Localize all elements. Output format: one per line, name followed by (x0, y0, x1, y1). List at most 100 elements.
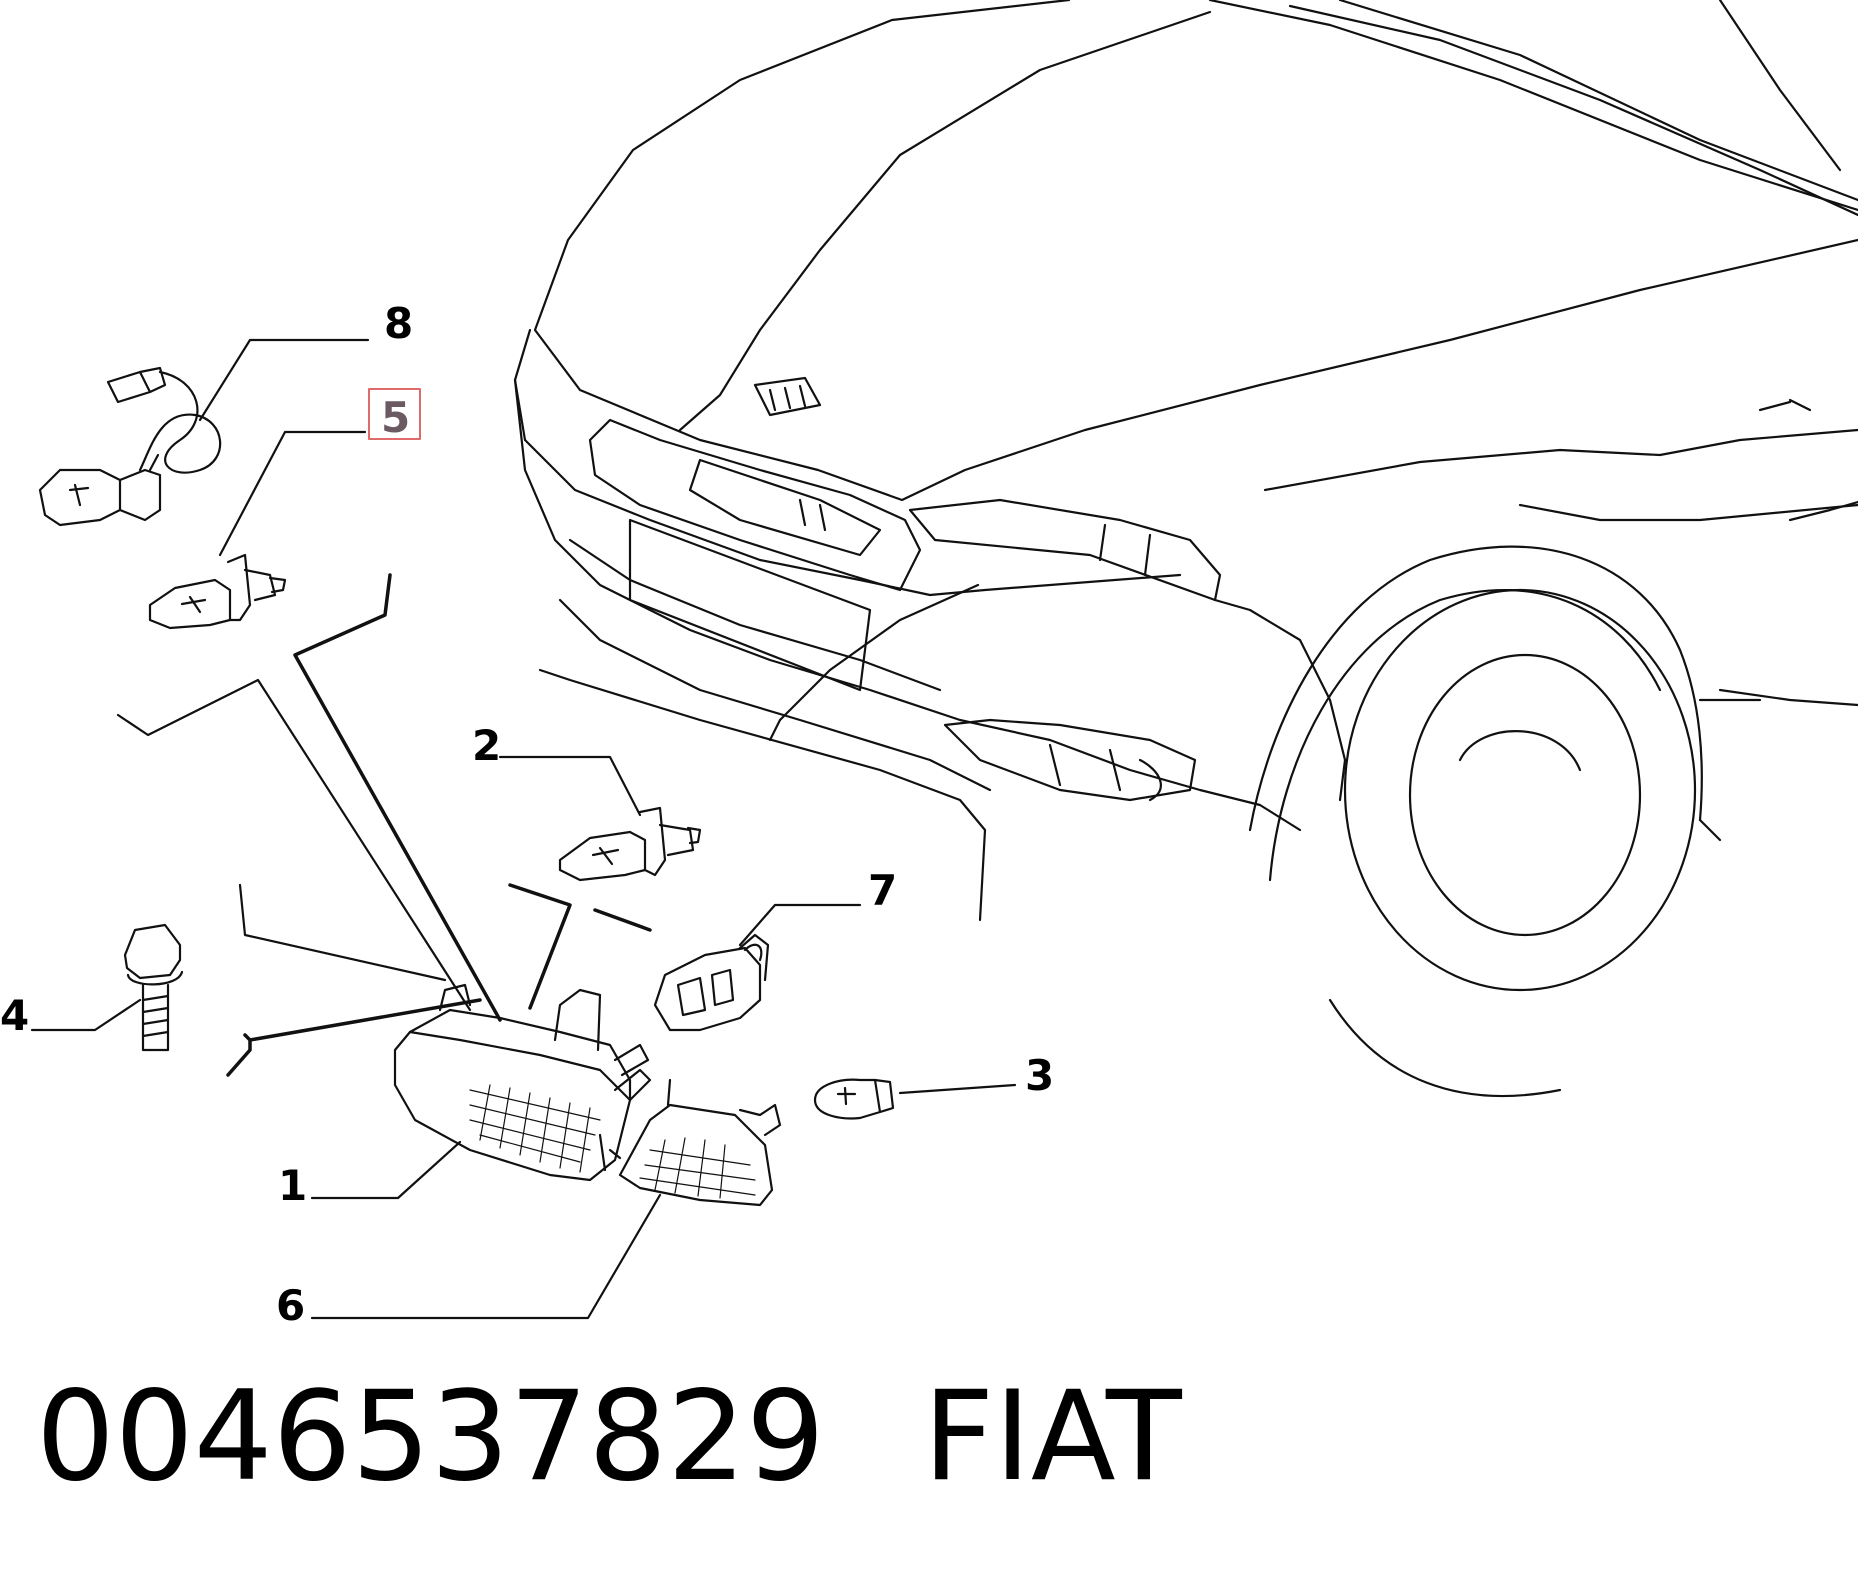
hood-crease-right (1288, 4, 1858, 217)
upper-bumper (513, 328, 1182, 597)
indicator-lens (618, 1103, 774, 1207)
hood-outline (533, 0, 1858, 502)
part-7-bulb-holder (653, 933, 770, 1032)
grille-bar (798, 498, 827, 532)
bulb-flange (226, 553, 252, 622)
headlamp-lens (393, 1030, 632, 1182)
plate-area (628, 518, 872, 692)
headlamp-grid (469, 1084, 601, 1173)
callout-7[interactable]: 7 (868, 866, 897, 915)
callout-2[interactable]: 2 (472, 721, 501, 770)
h4-bulb-filament (68, 483, 90, 507)
leader-lines (30, 338, 1017, 1320)
spoiler-line (538, 668, 987, 922)
callout-5[interactable]: 5 (381, 393, 410, 442)
screw-washer (126, 970, 184, 986)
leader-1 (310, 1140, 462, 1200)
callout-4[interactable]: 4 (0, 991, 29, 1040)
hood-crease (678, 10, 1212, 432)
side-indicator (1788, 500, 1858, 522)
callout-6[interactable]: 6 (276, 1281, 305, 1330)
hood-edge (1338, 0, 1858, 202)
callout-1[interactable]: 1 (278, 1161, 307, 1210)
car-headlamp (908, 498, 1222, 602)
callout-5-highlight-box (368, 388, 421, 440)
callout-3[interactable]: 3 (1025, 1051, 1054, 1100)
grille-upper (588, 418, 922, 592)
fog-lamp-inner (1048, 743, 1162, 802)
bulb-glass (558, 830, 647, 882)
bulb-base (243, 568, 277, 602)
h4-bulb-wire-end (148, 453, 160, 472)
windshield-base (1208, 0, 1858, 212)
leader-2 (498, 755, 642, 817)
screw-shank (141, 983, 170, 1052)
wheel-arch (1248, 545, 1703, 832)
small-bulb-base (873, 1078, 895, 1114)
bumper-groove (568, 538, 942, 692)
leader-6 (310, 1193, 662, 1320)
car-headlamp-inner (1098, 523, 1152, 577)
bumper-bottom (558, 598, 992, 792)
assembly-brackets (116, 573, 652, 1077)
bulb-flange (638, 806, 667, 877)
holder-bulb-window (676, 968, 735, 1017)
headlamp-bulb-socket (613, 1043, 650, 1077)
a-pillar (1718, 0, 1842, 172)
indicator-pin (666, 1078, 672, 1107)
indicator-tab (738, 1103, 782, 1137)
holder-tab (743, 943, 763, 962)
front-wheel-rim (1408, 653, 1642, 937)
bracket-left (238, 883, 447, 982)
bulb-base (658, 823, 695, 857)
part-2-bulb (558, 806, 702, 882)
small-bulb-filament (836, 1086, 857, 1106)
screw-head (123, 923, 182, 980)
leader-7 (738, 903, 862, 947)
part-number: 0046537829 (36, 1365, 825, 1509)
part-4-screw (123, 923, 184, 1052)
wheel-shadow (1328, 998, 1562, 1098)
headlamp-mount-right (553, 988, 602, 1052)
wheel-arch-inner (1268, 588, 1662, 882)
part-5-bulb (148, 553, 287, 630)
front-wheel-tire (1343, 588, 1697, 992)
leader-4 (30, 998, 142, 1032)
leader-5 (218, 430, 367, 557)
headlamp-lower-edge (598, 1133, 622, 1172)
headlamp-adjuster (613, 1068, 652, 1102)
harness-wire (138, 370, 222, 474)
car-front-outline (513, 0, 1858, 1098)
front-wheel-hub (1458, 730, 1582, 772)
bumper-fender-join (1213, 598, 1347, 802)
lower-fender (1698, 698, 1762, 842)
bracket-left-lower (226, 998, 482, 1077)
mirror-mark (1758, 398, 1812, 412)
bulb-filament (591, 846, 620, 866)
bracket-middle (508, 883, 652, 1010)
fog-lamp (943, 718, 1197, 802)
part-8-bulb-harness (38, 366, 222, 527)
screw-thread (141, 994, 170, 1038)
brand-name: FIAT (922, 1365, 1182, 1509)
front-fender (1263, 428, 1858, 492)
callout-8[interactable]: 8 (384, 299, 413, 348)
bracket-upper (293, 573, 502, 1022)
bulb-glass (148, 578, 232, 630)
part-3-small-bulb (813, 1078, 895, 1120)
h4-bulb-base (118, 468, 162, 522)
lower-bumper (513, 378, 1302, 832)
fender-lower (1518, 503, 1858, 522)
grille-slot (688, 458, 882, 557)
indicator-grid (639, 1137, 756, 1199)
leader-3 (898, 1083, 1017, 1095)
bulb-pins (686, 826, 702, 845)
bulb-pins (268, 576, 287, 594)
harness-connector (106, 366, 167, 404)
bulb-filament (180, 595, 207, 614)
headlamp-leader-car (768, 583, 980, 742)
headlamp-housing (408, 1008, 632, 1102)
